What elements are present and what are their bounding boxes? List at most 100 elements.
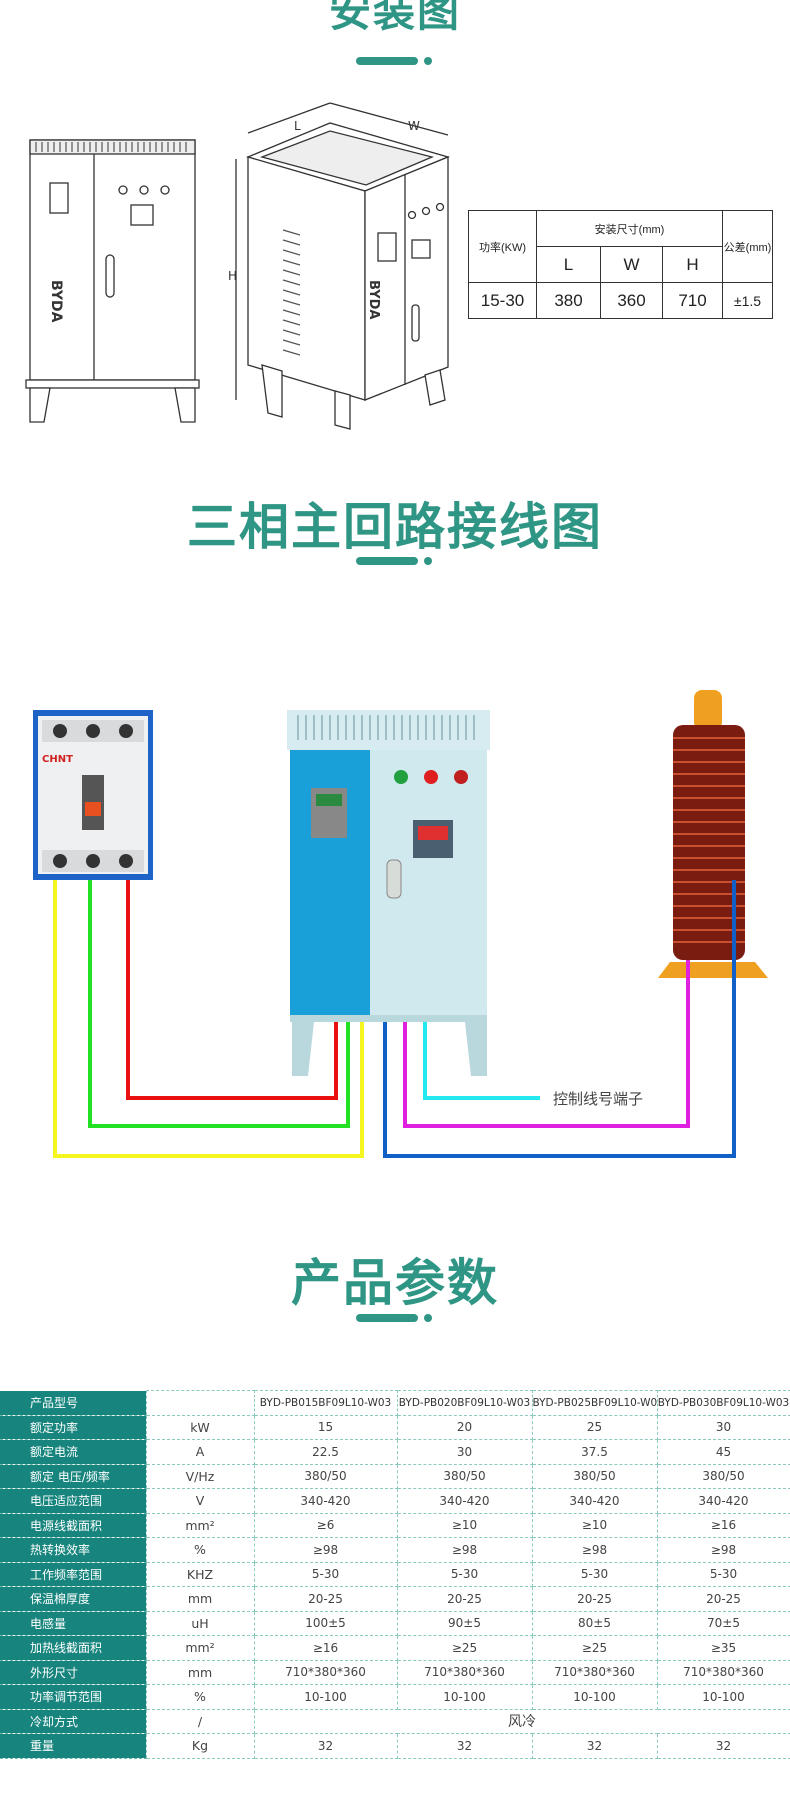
param-label: 冷却方式 bbox=[0, 1709, 146, 1734]
param-value: 340-420 bbox=[253, 1488, 398, 1514]
param-value-cooling: 风冷 bbox=[253, 1708, 790, 1734]
param-unit: mm bbox=[145, 1659, 255, 1685]
param-value: ≥10 bbox=[396, 1512, 533, 1538]
dim-label-w: W bbox=[408, 119, 420, 133]
iso-brand-text: BYDA bbox=[366, 280, 381, 319]
param-value: ≥98 bbox=[396, 1537, 533, 1563]
param-value: BYD-PB030BF09L10-W03 bbox=[656, 1390, 790, 1416]
param-value: 20-25 bbox=[396, 1586, 533, 1612]
param-unit: A bbox=[145, 1439, 255, 1465]
wire-coil-2 bbox=[383, 880, 736, 1158]
param-value: 20-25 bbox=[253, 1586, 398, 1612]
install-drawing: BYDA BYDA L W H bbox=[25, 102, 450, 430]
param-value: 15 bbox=[253, 1414, 398, 1440]
param-value: 32 bbox=[656, 1733, 790, 1759]
param-row: 热转换效率%≥98≥98≥98≥98 bbox=[0, 1537, 790, 1563]
param-label: 产品型号 bbox=[0, 1390, 146, 1416]
param-unit: KHZ bbox=[145, 1561, 255, 1587]
param-label: 电压适应范围 bbox=[0, 1488, 146, 1514]
param-unit: uH bbox=[145, 1610, 255, 1636]
param-value: 380/50 bbox=[531, 1463, 658, 1489]
param-value: 70±5 bbox=[656, 1610, 790, 1636]
param-value: 37.5 bbox=[531, 1439, 658, 1465]
param-value: BYD-PB025BF09L10-W03 bbox=[531, 1390, 658, 1416]
param-unit bbox=[145, 1390, 255, 1416]
param-value: 20-25 bbox=[531, 1586, 658, 1612]
param-value: 25 bbox=[531, 1414, 658, 1440]
param-label: 功率调节范围 bbox=[0, 1684, 146, 1710]
param-unit: V/Hz bbox=[145, 1463, 255, 1489]
param-value: 30 bbox=[396, 1439, 533, 1465]
params-section-title: 产品参数 bbox=[291, 1254, 499, 1312]
col-h-header: H bbox=[662, 246, 723, 283]
param-value: 45 bbox=[656, 1439, 790, 1465]
param-value: 710*380*360 bbox=[253, 1659, 398, 1685]
param-row-cooling: 冷却方式/风冷 bbox=[0, 1708, 790, 1734]
param-value: 340-420 bbox=[531, 1488, 658, 1514]
param-value: ≥35 bbox=[656, 1635, 790, 1661]
param-value: 100±5 bbox=[253, 1610, 398, 1636]
param-value: 5-30 bbox=[531, 1561, 658, 1587]
param-value: 32 bbox=[253, 1733, 398, 1759]
param-value: 710*380*360 bbox=[396, 1659, 533, 1685]
param-value: ≥10 bbox=[531, 1512, 658, 1538]
param-value: 10-100 bbox=[396, 1684, 533, 1710]
param-unit: % bbox=[145, 1537, 255, 1563]
wire-phase-a bbox=[53, 880, 364, 1158]
param-value: ≥98 bbox=[656, 1537, 790, 1563]
param-unit: kW bbox=[145, 1414, 255, 1440]
param-unit: % bbox=[145, 1684, 255, 1710]
param-value: ≥25 bbox=[531, 1635, 658, 1661]
wire-phase-c bbox=[126, 880, 338, 1100]
install-section-title: 安装图 bbox=[328, 0, 461, 36]
wire-control bbox=[423, 1022, 540, 1100]
param-value: 20-25 bbox=[656, 1586, 790, 1612]
param-value: 380/50 bbox=[396, 1463, 533, 1489]
param-value: 32 bbox=[531, 1733, 658, 1759]
dim-label-h: H bbox=[228, 269, 237, 283]
param-label: 热转换效率 bbox=[0, 1537, 146, 1563]
induction-coil bbox=[658, 690, 768, 978]
heater-cabinet bbox=[287, 710, 490, 1076]
param-value: 32 bbox=[396, 1733, 533, 1759]
col-w-header: W bbox=[600, 246, 663, 283]
param-unit: mm² bbox=[145, 1635, 255, 1661]
param-label: 加热线截面积 bbox=[0, 1635, 146, 1661]
wiring-diagram: CHNT 控制线号端子 bbox=[33, 690, 768, 1158]
param-value: 10-100 bbox=[253, 1684, 398, 1710]
param-label: 重量 bbox=[0, 1733, 146, 1759]
param-value: 30 bbox=[656, 1414, 790, 1440]
wire-phase-b bbox=[88, 880, 350, 1128]
col-l-header: L bbox=[536, 246, 601, 283]
param-value: 340-420 bbox=[396, 1488, 533, 1514]
param-unit: mm² bbox=[145, 1512, 255, 1538]
param-value: 90±5 bbox=[396, 1610, 533, 1636]
row-h-value: 710 bbox=[662, 282, 723, 319]
param-value: ≥98 bbox=[253, 1537, 398, 1563]
param-value: 5-30 bbox=[253, 1561, 398, 1587]
param-value: ≥98 bbox=[531, 1537, 658, 1563]
param-unit: Kg bbox=[145, 1733, 255, 1759]
param-value: ≥25 bbox=[396, 1635, 533, 1661]
row-w-value: 360 bbox=[600, 282, 663, 319]
param-label: 保温棉厚度 bbox=[0, 1586, 146, 1612]
param-value: 5-30 bbox=[396, 1561, 533, 1587]
wire-coil-1 bbox=[403, 960, 690, 1128]
param-unit: / bbox=[145, 1708, 255, 1734]
tolerance-value: ±1.5 bbox=[722, 282, 773, 319]
param-label: 额定 电压/频率 bbox=[0, 1464, 146, 1489]
param-value: ≥16 bbox=[253, 1635, 398, 1661]
param-value: 380/50 bbox=[656, 1463, 790, 1489]
param-label: 额定电流 bbox=[0, 1439, 146, 1465]
param-value: BYD-PB020BF09L10-W03 bbox=[396, 1390, 533, 1416]
param-value: 20 bbox=[396, 1414, 533, 1440]
